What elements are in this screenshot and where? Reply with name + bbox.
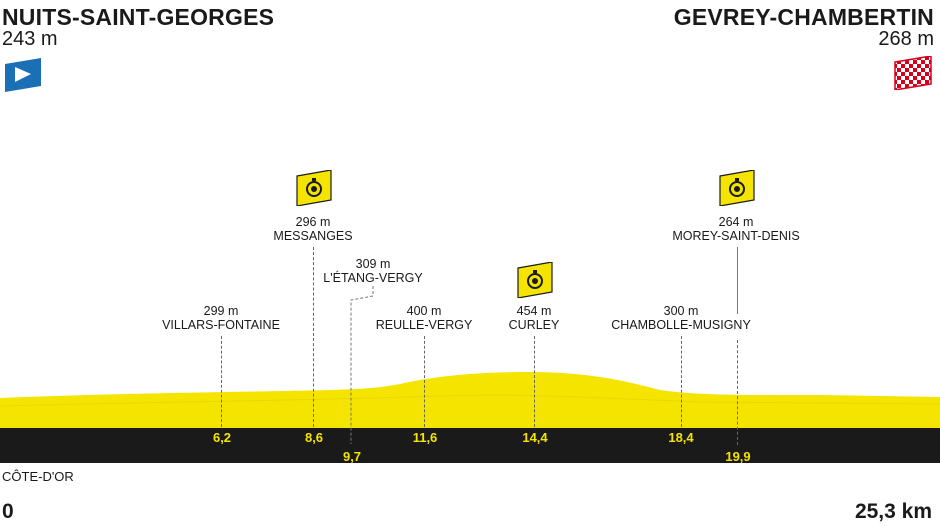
timing-point-icon [517,262,553,298]
waypoint-elevation: 309 m [355,257,391,271]
start-town: NUITS-SAINT-GEORGES [2,4,275,30]
waypoint-km: 14,4 [522,430,548,445]
start-distance: 0 [2,500,14,523]
waypoint-km: 18,4 [668,430,694,445]
finish-distance: 25,3 km [854,500,932,523]
waypoint-messanges: 296 m MESSANGES [273,215,352,244]
waypoint-km: 6,2 [212,430,232,445]
waypoint-elevation: 264 m [718,215,754,229]
elevation-profile [0,372,940,463]
timing-point-icon [719,170,755,206]
start-elevation: 243 m [2,28,58,50]
profile-area [0,372,940,428]
waypoint-name: CHAMBOLLE-MUSIGNY [611,318,751,333]
waypoint-chambolle-musigny: 300 m CHAMBOLLE-MUSIGNY [611,304,751,333]
region-label: CÔTE-D'OR [2,469,74,484]
waypoint-elevation: 300 m [663,304,699,318]
waypoint-curley: 454 m CURLEY [509,304,560,333]
waypoint-letang-vergy: 309 m L'ÉTANG-VERGY [323,257,422,286]
waypoint-reulle-vergy: 400 m REULLE-VERGY [376,304,473,333]
waypoint-villars-fontaine: 299 m VILLARS-FONTAINE [162,304,280,333]
timing-point-icon [296,170,332,206]
distance-band [0,428,940,463]
waypoint-leader-line [350,286,374,444]
waypoint-elevation: 299 m [203,304,239,318]
waypoint-km: 19,9 [725,449,751,464]
waypoint-leader-line [737,247,738,314]
waypoint-leader-line [221,336,222,427]
finish-checkered-flag-icon [894,56,932,90]
waypoint-leader-line [534,336,535,427]
waypoint-leader-line [737,340,738,445]
finish-town: GEVREY-CHAMBERTIN [673,4,934,30]
waypoint-name: L'ÉTANG-VERGY [323,271,423,286]
waypoint-leader-line [424,336,425,427]
waypoint-km: 9,7 [342,449,362,464]
waypoint-elevation: 296 m [295,215,331,229]
waypoint-elevation: 454 m [516,304,552,318]
start-flag-icon [5,58,41,92]
waypoint-name: CURLEY [508,318,560,333]
waypoint-name: MOREY-SAINT-DENIS [672,229,800,244]
waypoint-name: REULLE-VERGY [375,318,473,333]
finish-elevation: 268 m [878,28,934,50]
waypoint-leader-line [313,247,314,427]
waypoint-km: 11,6 [412,430,438,445]
waypoint-morey-saint-denis: 264 m MOREY-SAINT-DENIS [672,215,799,244]
waypoint-elevation: 400 m [406,304,442,318]
waypoint-name: VILLARS-FONTAINE [162,318,280,333]
waypoint-km: 8,6 [304,430,324,445]
waypoint-name: MESSANGES [273,229,353,244]
waypoint-leader-line [681,336,682,427]
